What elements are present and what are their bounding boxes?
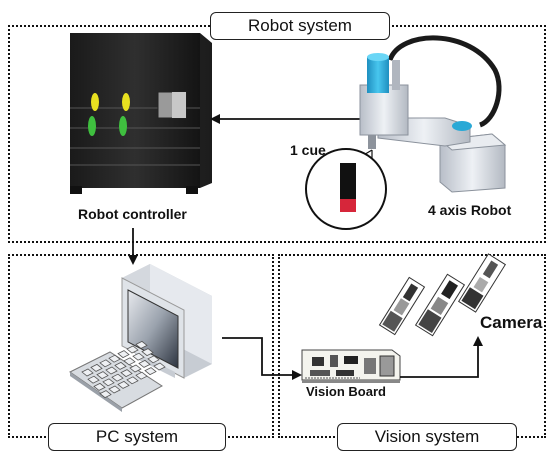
keyboard-key <box>138 359 151 368</box>
indicator-light <box>122 93 130 111</box>
keyboard-key <box>117 350 130 359</box>
keyboard-key <box>132 352 145 361</box>
indicator-light <box>119 116 127 136</box>
keyboard-key <box>123 357 136 366</box>
keyboard-key <box>135 371 148 380</box>
vision-system-title: Vision system <box>337 423 517 451</box>
keyboard-key <box>135 340 148 349</box>
cue-icon <box>305 148 387 230</box>
scara-robot-icon <box>359 35 507 193</box>
pc-system-title: PC system <box>48 423 226 451</box>
keyboard-key <box>87 375 100 384</box>
keyboard-key <box>99 359 112 368</box>
keyboard-key <box>120 369 133 378</box>
arrow-vision-board-to-camera <box>400 336 483 378</box>
robot-system-title: Robot system <box>210 12 390 40</box>
keyboard-icon <box>69 340 166 412</box>
vision-board-icon <box>301 349 401 383</box>
keyboard-key <box>108 354 121 363</box>
keyboard-key <box>129 364 142 373</box>
keyboard-key <box>81 368 94 377</box>
robot-controller-icon <box>70 33 212 194</box>
keyboard-key <box>111 373 124 382</box>
robot-controller-label: Robot controller <box>78 206 187 222</box>
keyboard-key <box>117 380 130 389</box>
indicator-light <box>88 116 96 136</box>
keyboard-key <box>114 361 127 370</box>
keyboard-key <box>153 362 166 371</box>
keyboard-key <box>96 371 109 380</box>
keyboard-key <box>126 376 139 385</box>
keyboard-key <box>105 366 118 375</box>
indicator-light <box>91 93 99 111</box>
keyboard-key <box>147 355 160 364</box>
keyboard-key <box>102 378 115 387</box>
keyboard-key <box>144 367 157 376</box>
arrow-pc-to-vision-board <box>222 337 302 380</box>
four-axis-robot-label: 4 axis Robot <box>428 202 512 218</box>
vision-board-label: Vision Board <box>306 384 386 399</box>
camera-label: Camera <box>480 313 543 332</box>
keyboard-key <box>90 363 103 372</box>
keyboard-key <box>93 382 106 391</box>
keyboard-key <box>126 345 139 354</box>
cue-label: 1 cue <box>290 142 326 158</box>
keyboard-key <box>141 348 154 357</box>
keyboard-key <box>99 390 112 399</box>
keyboard-key <box>108 385 121 394</box>
camera-icon <box>378 253 507 337</box>
computer-icon <box>121 264 212 379</box>
